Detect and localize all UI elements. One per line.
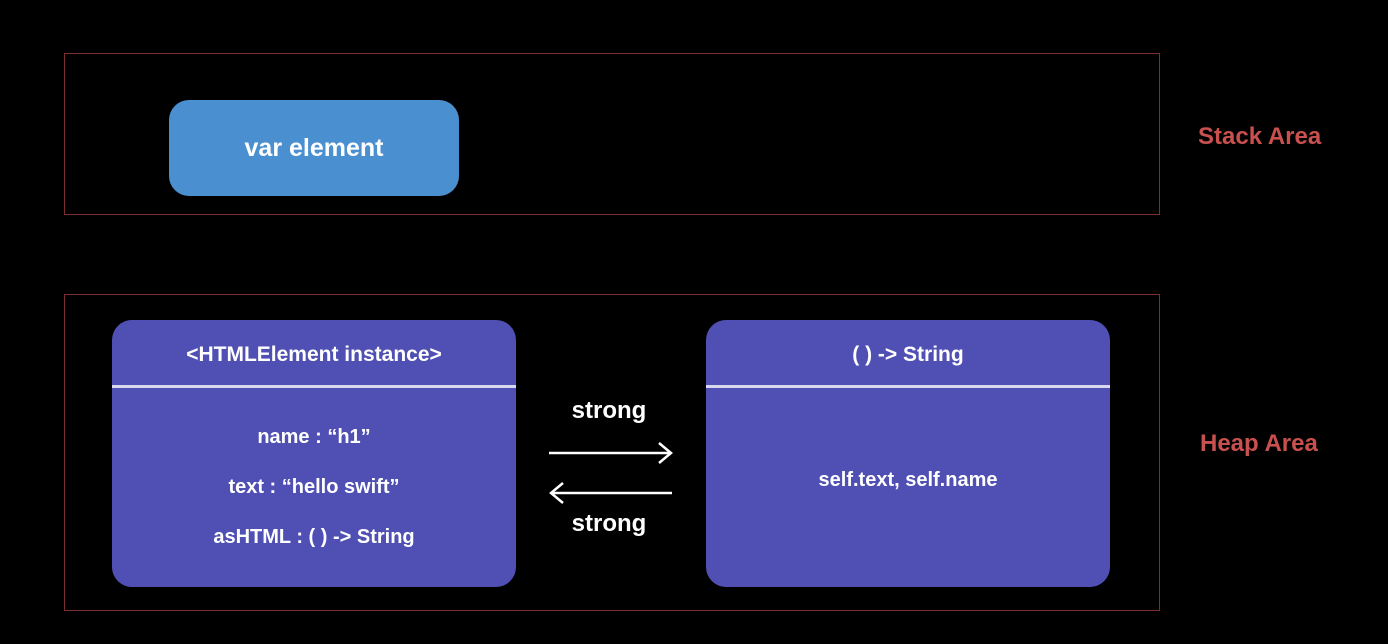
backward-arrow-icon — [549, 482, 672, 504]
property-name: name : “h1” — [257, 425, 371, 448]
closure-box: ( ) -> String self.text, self.name — [706, 320, 1110, 587]
captured-values: self.text, self.name — [818, 469, 998, 491]
instance-box-title: <HTMLElement instance> — [112, 320, 516, 388]
instance-properties: name : “h1” text : “hello swift” asHTML … — [112, 388, 516, 587]
closure-captures: self.text, self.name — [706, 388, 1110, 572]
closure-box-title: ( ) -> String — [706, 320, 1110, 388]
instance-box: <HTMLElement instance> name : “h1” text … — [112, 320, 516, 587]
strong-reference-label-forward: strong — [571, 397, 647, 424]
property-text: text : “hello swift” — [228, 475, 400, 498]
stack-variable-box: var element — [169, 100, 459, 196]
strong-reference-label-backward: strong — [571, 510, 647, 537]
property-ashtml: asHTML : ( ) -> String — [213, 525, 415, 548]
forward-arrow-icon — [549, 442, 673, 464]
stack-area-label: Stack Area — [1198, 123, 1322, 150]
heap-area — [64, 294, 1160, 611]
stack-area — [64, 53, 1160, 215]
heap-area-label: Heap Area — [1200, 430, 1318, 457]
